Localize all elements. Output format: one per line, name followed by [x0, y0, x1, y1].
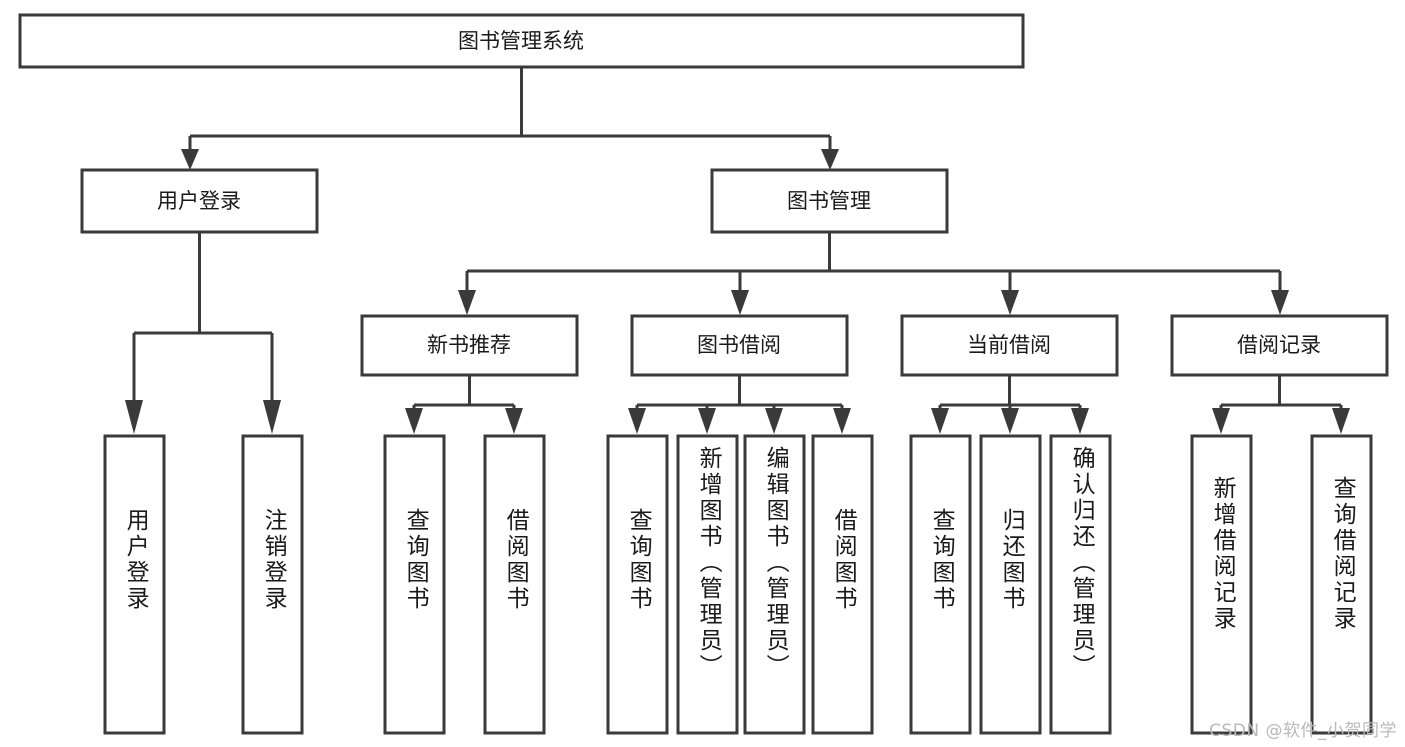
node-book-management-label: 图书管理 [787, 189, 871, 213]
arrow-head-bb-leaf-1 [628, 408, 646, 434]
leaf-box-currentborrow-1[interactable] [909, 434, 972, 735]
arrow-head-cb-leaf-1 [931, 408, 949, 434]
leaf-box-bookborrow-1[interactable] [606, 434, 669, 735]
arrow-head-nb-leaf-1 [405, 408, 423, 434]
arrow-head-br-leaf-2 [1332, 408, 1350, 434]
arrow-head-bb-leaf-3 [765, 408, 783, 434]
csdn-watermark: CSDN @软件_小贺同学 [1209, 721, 1397, 741]
node-user-login[interactable]: 用户登录 [80, 168, 319, 234]
leaf-box-bookborrow-2[interactable] [676, 434, 739, 735]
node-root-label: 图书管理系统 [458, 29, 584, 53]
arrow-head-bookborrow [731, 290, 749, 315]
leaf-box-borrowrecord-1[interactable] [1190, 434, 1253, 735]
leaf-box-user-login-1[interactable] [103, 434, 166, 735]
leaf-box-newbook-2[interactable] [483, 434, 546, 735]
node-new-book-recommend[interactable]: 新书推荐 [360, 314, 579, 377]
arrow-head-bb-leaf-2 [698, 408, 716, 434]
arrow-head-leaf-logout [263, 400, 281, 434]
node-new-book-recommend-label: 新书推荐 [427, 333, 511, 357]
leaf-box-bookborrow-4[interactable] [811, 434, 874, 735]
leaf-box-newbook-1[interactable] [383, 434, 446, 735]
arrow-head-cb-leaf-2 [1001, 408, 1019, 434]
arrow-head-newbook [458, 290, 476, 315]
node-user-login-label: 用户登录 [157, 189, 241, 213]
node-current-borrow[interactable]: 当前借阅 [900, 314, 1119, 377]
arrow-head-br-leaf-1 [1212, 408, 1230, 434]
node-book-management[interactable]: 图书管理 [710, 168, 949, 234]
arrow-head-bookmgmt [821, 149, 839, 170]
arrow-head-leaf-user-login [125, 400, 143, 434]
leaf-box-currentborrow-3[interactable] [1049, 434, 1112, 735]
node-book-borrow-label: 图书借阅 [697, 333, 781, 357]
node-root[interactable]: 图书管理系统 [18, 13, 1025, 69]
node-current-borrow-label: 当前借阅 [967, 333, 1051, 357]
leaf-box-currentborrow-2[interactable] [979, 434, 1042, 735]
arrow-head-borrowrecord [1271, 290, 1289, 315]
arrow-head-nb-leaf-2 [505, 408, 523, 434]
leaf-box-bookborrow-3[interactable] [743, 434, 806, 735]
node-book-borrow[interactable]: 图书借阅 [630, 314, 849, 377]
arrow-head-cb-leaf-3 [1071, 408, 1089, 434]
arrow-head-bb-leaf-4 [833, 408, 851, 434]
connector-group [125, 67, 1350, 434]
node-borrow-record[interactable]: 借阅记录 [1170, 314, 1389, 377]
leaf-box-borrowrecord-2[interactable] [1310, 434, 1373, 735]
arrow-head-userlogin [181, 149, 199, 170]
arrow-head-currentborrow [1001, 290, 1019, 315]
leaf-box-user-login-2[interactable] [241, 434, 304, 735]
node-borrow-record-label: 借阅记录 [1237, 333, 1321, 357]
